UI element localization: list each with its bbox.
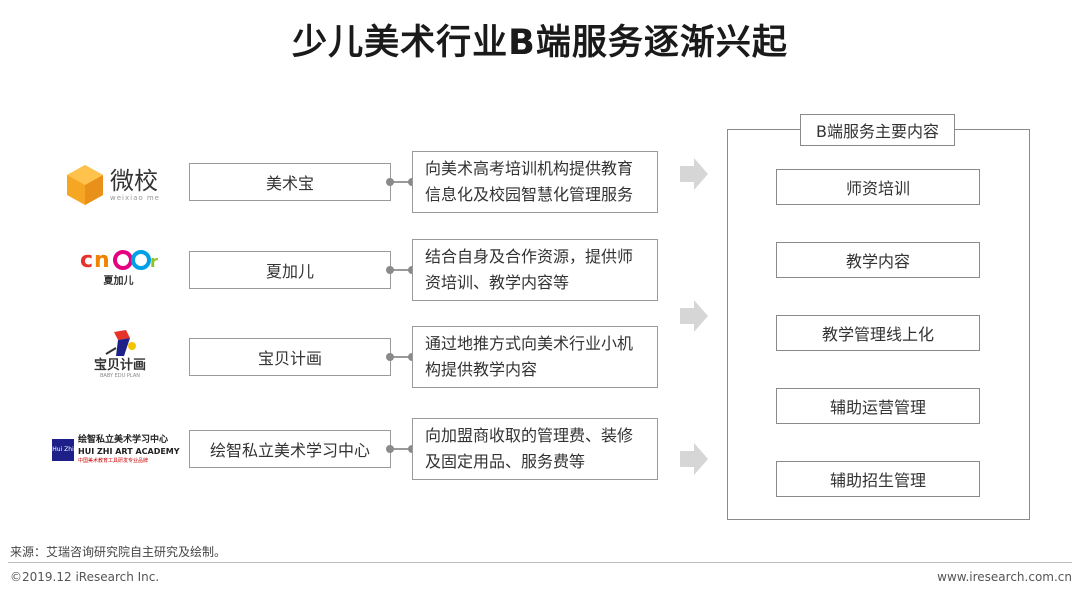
org-name: 夏加儿	[265, 262, 314, 281]
right-arrow-icon	[680, 158, 708, 190]
website-url: www.iresearch.com.cn	[937, 570, 1072, 584]
description-line: 结合自身及合作资源，提供师	[425, 247, 634, 266]
service-description-box: 结合自身及合作资源，提供师 资培训、教学内容等	[412, 239, 658, 301]
description-line: 资培训、教学内容等	[425, 273, 570, 292]
weixiao-logo: 微校 weixiao me	[66, 160, 176, 210]
connector-dot	[386, 178, 394, 186]
org-name: 绘智私立美术学习中心	[209, 441, 370, 460]
xiajiaer-logo: c n r 夏加儿	[76, 246, 161, 294]
huizhi-logo: Hui Zhi 绘智私立美术学习中心 HUI ZHI ART ACADEMY 中…	[52, 430, 182, 470]
copyright: ©2019.12 iResearch Inc.	[10, 570, 160, 584]
huizhi-logo-text: 绘智私立美术学习中心	[78, 435, 169, 445]
description-line: 构提供教学内容	[425, 360, 538, 379]
baobei-logo-text: 宝贝计画	[93, 358, 146, 373]
connector-dot	[386, 353, 394, 361]
panel-title: B端服务主要内容	[800, 114, 955, 146]
org-name: 美术宝	[265, 174, 314, 193]
service-item: 教学管理线上化	[776, 315, 980, 351]
svg-text:r: r	[150, 252, 158, 271]
service-item: 辅助运营管理	[776, 388, 980, 424]
org-name-box: 美术宝	[189, 163, 391, 201]
description-line: 向美术高考培训机构提供教育	[425, 159, 634, 178]
huizhi-logo-subtext: HUI ZHI ART ACADEMY	[78, 447, 180, 456]
connector-line	[391, 448, 412, 450]
org-name-box: 绘智私立美术学习中心	[189, 430, 391, 468]
svg-text:c: c	[80, 248, 93, 272]
service-description-box: 向美术高考培训机构提供教育 信息化及校园智慧化管理服务	[412, 151, 658, 213]
weixiao-logo-text: 微校	[110, 167, 158, 195]
connector-dot	[386, 266, 394, 274]
right-arrow-icon	[680, 300, 708, 332]
baobei-logo-subtext: BABY EDU PLAN	[100, 373, 140, 379]
connector-dot	[386, 445, 394, 453]
connector-line	[391, 181, 412, 183]
org-name: 宝贝计画	[257, 349, 322, 368]
right-arrow-icon	[680, 443, 708, 475]
huizhi-logo-tagline: 中国美术教育工具研发专业品牌	[78, 458, 149, 464]
description-line: 通过地推方式向美术行业小机	[425, 334, 634, 353]
baobei-logo: 宝贝计画 BABY EDU PLAN	[80, 328, 160, 384]
colorful-text-logo: c n r	[80, 248, 158, 272]
orange-cube-icon	[67, 165, 103, 205]
service-description-box: 通过地推方式向美术行业小机 构提供教学内容	[412, 326, 658, 388]
connector-line	[391, 356, 412, 358]
description-line: 信息化及校园智慧化管理服务	[425, 185, 634, 204]
source-note: 来源：艾瑞咨询研究院自主研究及绘制。	[10, 545, 227, 559]
connector-line	[391, 269, 412, 271]
xiajiaer-logo-subtext: 夏加儿	[103, 276, 134, 287]
org-name-box: 宝贝计画	[189, 338, 391, 376]
service-item: 教学内容	[776, 242, 980, 278]
svg-text:n: n	[94, 248, 110, 272]
page-title: 少儿美术行业B端服务逐渐兴起	[292, 23, 788, 63]
weixiao-logo-subtext: weixiao me	[110, 194, 160, 202]
description-line: 向加盟商收取的管理费、装修	[425, 426, 634, 445]
artist-figure-icon	[105, 330, 136, 356]
footer-divider	[8, 562, 1072, 563]
huizhi-badge: Hui Zhi	[52, 439, 74, 461]
service-item: 辅助招生管理	[776, 461, 980, 497]
service-description-box: 向加盟商收取的管理费、装修 及固定用品、服务费等	[412, 418, 658, 480]
org-name-box: 夏加儿	[189, 251, 391, 289]
description-line: 及固定用品、服务费等	[425, 452, 586, 471]
service-item: 师资培训	[776, 169, 980, 205]
